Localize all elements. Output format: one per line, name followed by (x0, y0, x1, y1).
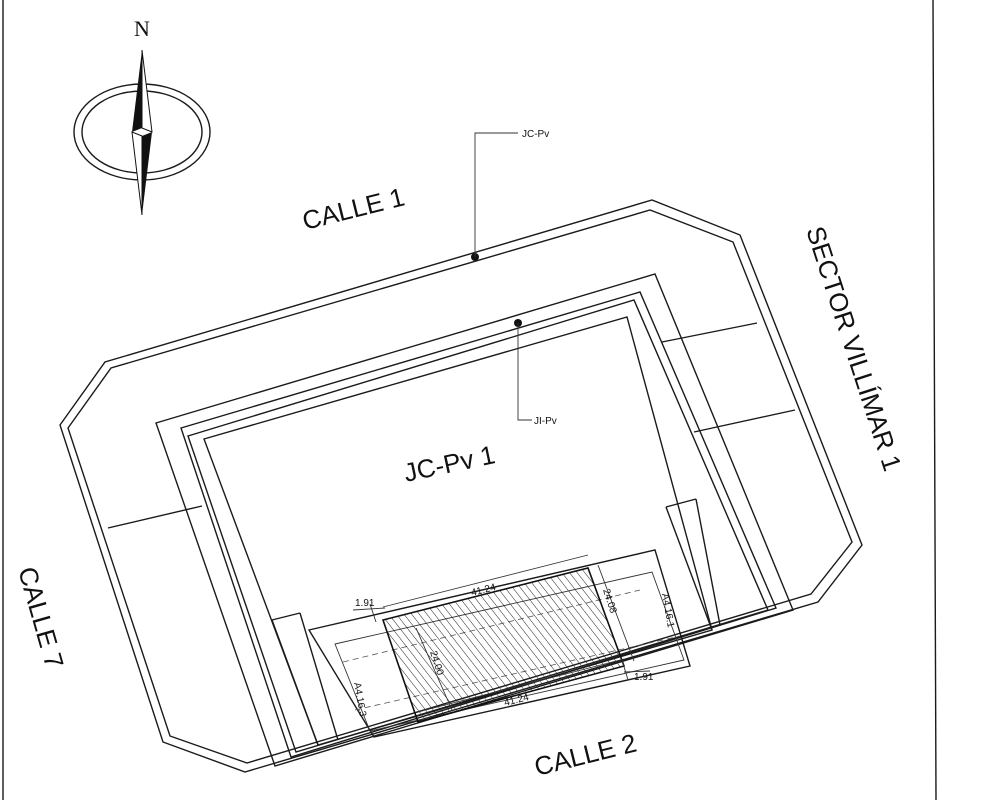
north-arrow-icon (73, 49, 211, 216)
outer-block-boundary (59, 199, 863, 773)
street-label-sector: SECTOR VILLÍMAR 1 (800, 223, 907, 475)
lot-line (695, 498, 721, 626)
outer-block-boundary-inner (67, 209, 853, 764)
lot-line (107, 505, 203, 529)
street-label-calle-7: CALLE 7 (12, 563, 70, 671)
lot-line (271, 612, 301, 621)
callout-jc-pv (471, 132, 518, 261)
callout-ji-pv (514, 319, 532, 421)
lot-line (693, 409, 796, 433)
lot-strip (307, 549, 691, 738)
lot-line (271, 619, 319, 746)
middle-ring (155, 273, 794, 767)
lot-line (665, 498, 697, 508)
north-label: N (134, 16, 150, 41)
neighbor-right: A4.16.1 (659, 593, 676, 629)
dimension-lines (352, 554, 651, 713)
lot-line (665, 506, 713, 631)
right-border-line (932, 0, 937, 800)
offset-bottom: 1.91 (634, 672, 654, 683)
callout-label-jc-pv: JC-Pv (522, 129, 549, 140)
neighbor-left: A4.16.3 (351, 682, 368, 718)
street-label-calle-2: CALLE 2 (531, 728, 639, 782)
callout-label-ji-pv: JI-Pv (534, 416, 557, 427)
block-label: JC-Pv 1 (401, 439, 498, 488)
middle-ring-3 (187, 299, 769, 753)
offset-top: 1.91 (355, 598, 375, 609)
lot-line (299, 612, 339, 741)
street-label-calle-1: CALLE 1 (299, 182, 407, 236)
middle-ring-2 (180, 291, 777, 758)
lot-line (661, 322, 758, 343)
